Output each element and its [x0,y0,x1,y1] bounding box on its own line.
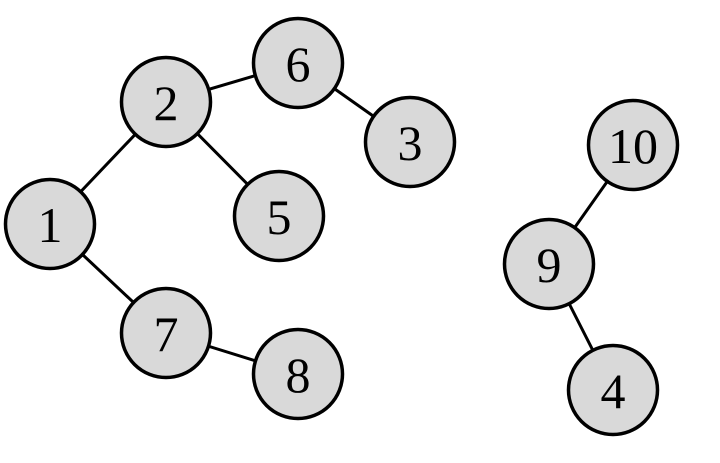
graph-node-10: 10 [586,98,680,192]
graph-node-6: 6 [251,16,345,110]
graph-node-label-3: 3 [398,115,423,171]
graph-node-circle-3 [363,95,457,189]
graph-node-7: 7 [119,286,213,380]
graph-node-circle-2 [119,55,213,149]
graph-node-label-7: 7 [154,306,179,362]
graph-node-4: 4 [566,343,660,437]
graph-node-8: 8 [251,327,345,421]
graph-node-label-4: 4 [601,363,626,419]
graph-node-9: 9 [502,217,596,311]
graph-node-circle-7 [119,286,213,380]
graph-node-label-5: 5 [267,189,292,245]
graph-node-1: 1 [3,177,97,271]
graph-node-circle-4 [566,343,660,437]
graph-node-circle-5 [232,169,326,263]
graph-node-5: 5 [232,169,326,263]
graph-node-label-8: 8 [286,347,311,403]
graph-node-circle-10 [586,98,680,192]
graph-node-circle-1 [3,177,97,271]
graph-node-label-2: 2 [154,75,179,131]
graph-node-circle-9 [502,217,596,311]
graph-node-circle-6 [251,16,345,110]
graph-node-label-9: 9 [537,237,562,293]
graph-node-label-10: 10 [608,118,658,174]
graph-node-3: 3 [363,95,457,189]
graph-node-circle-8 [251,327,345,421]
graph-node-2: 2 [119,55,213,149]
graph-node-label-1: 1 [38,197,63,253]
graph-node-label-6: 6 [286,36,311,92]
